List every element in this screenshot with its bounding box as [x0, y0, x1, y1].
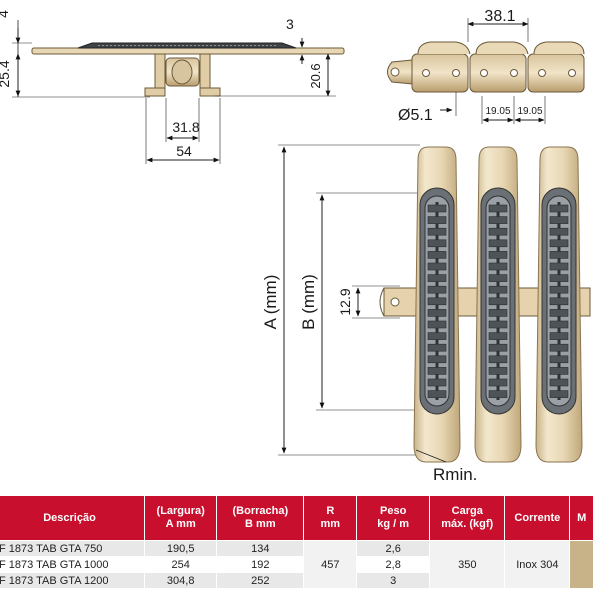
plate-3: [535, 146, 583, 463]
dim-half-pitch-1: 19.05: [485, 106, 510, 117]
header-descricao: Descrição: [0, 495, 146, 541]
table-row: F 1873 TAB GTA 750 190,5 134 457 2,6 350…: [0, 540, 594, 589]
cell-peso: 2,8: [356, 556, 431, 573]
cell-carga: 350: [429, 540, 506, 589]
cell-b: 252: [216, 572, 305, 589]
dim-pitch: 38.1: [484, 8, 515, 25]
dim-outer-width: 54: [176, 143, 192, 159]
cell-b: 192: [216, 556, 305, 573]
cell-descricao: F 1873 TAB GTA 1000: [0, 556, 146, 573]
cell-descricao: F 1873 TAB GTA 750: [0, 540, 146, 557]
dim-plate: 3: [286, 16, 294, 32]
chain-pins: [422, 69, 576, 77]
label-b: B (mm): [299, 274, 318, 330]
dim-half-pitch-2: 19.05: [517, 106, 542, 117]
side-foot-left: [144, 87, 166, 97]
table-row: F 1873 TAB GTA 1000 254 192 2,8: [0, 556, 594, 573]
chain-view: 38.1 Ø5.1 19.05 19.05: [387, 8, 585, 124]
cell-r: 457: [303, 540, 358, 589]
header-corrente: Corrente: [504, 495, 571, 541]
cell-corrente: Inox 304: [504, 540, 571, 589]
header-borracha: (Borracha)B mm: [216, 495, 305, 541]
dim-pin: Ø5.1: [398, 107, 433, 124]
plate-2: [474, 146, 522, 463]
side-view: 4 25.4 3 20.6 31.8 54: [0, 10, 345, 164]
side-roller-hub: [171, 59, 193, 85]
cell-peso: 3: [356, 572, 431, 589]
material-swatch: [569, 540, 594, 589]
rmin-leader: [415, 449, 447, 463]
label-rmin: Rmin.: [433, 465, 477, 484]
side-foot-right: [199, 87, 221, 97]
dim-inner-width: 31.8: [172, 119, 199, 135]
header-largura: (Largura)A mm: [144, 495, 218, 541]
plate-1: [413, 146, 461, 463]
dim-height: 25.4: [0, 60, 12, 87]
dim-top: 4: [0, 10, 11, 18]
cell-a: 254: [144, 556, 218, 573]
table-row: F 1873 TAB GTA 1200 304,8 252 3: [0, 572, 594, 589]
cell-b: 134: [216, 540, 305, 557]
spec-table: Descrição (Largura)A mm (Borracha)B mm R…: [0, 495, 594, 589]
dim-hinge: 20.6: [308, 63, 323, 88]
cell-peso: 2,6: [356, 540, 431, 557]
top-view: A (mm) B (mm) 12.9 Rmin.: [261, 144, 591, 484]
chain-top-plates: [417, 41, 585, 55]
side-plate: [31, 47, 345, 55]
cell-a: 190,5: [144, 540, 218, 557]
spec-header-row: Descrição (Largura)A mm (Borracha)B mm R…: [0, 495, 594, 541]
chain-end-tab: [387, 59, 413, 85]
dim-chain-height: 12.9: [337, 288, 353, 315]
cell-a: 304,8: [144, 572, 218, 589]
technical-drawing: 4 25.4 3 20.6 31.8 54 38.1: [0, 8, 591, 484]
cell-descricao: F 1873 TAB GTA 1200: [0, 572, 146, 589]
header-m: M: [569, 495, 594, 541]
label-a: A (mm): [261, 275, 280, 330]
